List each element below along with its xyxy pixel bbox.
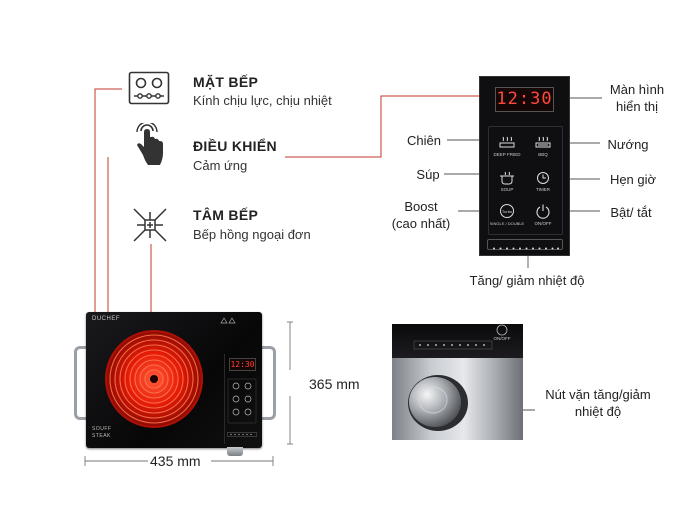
soup-label: Súp bbox=[416, 167, 440, 182]
bbq-caption: BBQ bbox=[538, 152, 548, 157]
knob-label: Nút vặn tăng/giảm nhiệt độ bbox=[545, 387, 651, 419]
temperature-knob[interactable] bbox=[402, 369, 472, 439]
feature-title-control: ĐIỀU KHIỂN bbox=[193, 138, 277, 154]
mini-buttons bbox=[227, 378, 257, 424]
slider-dots bbox=[493, 247, 559, 250]
closeup-onoff-caption: ON/OFF bbox=[493, 336, 511, 341]
mini-display-time: 12:30 bbox=[230, 360, 255, 369]
knob-stub bbox=[227, 447, 243, 456]
svg-text:Turbo: Turbo bbox=[502, 209, 513, 214]
soup-caption: SOUP bbox=[500, 187, 514, 192]
feature-title-center: TÂM BẾP bbox=[193, 207, 259, 223]
display-label: Màn hình hiển thị bbox=[609, 82, 665, 114]
feature-subtitle-control: Cảm ứng bbox=[193, 158, 248, 173]
boost-caption: SINGLE / DOUBLE bbox=[489, 221, 525, 226]
feature-list: MẶT BẾP Kính chịu lực, chịu nhiệt ĐIỀU K… bbox=[120, 66, 380, 256]
fry-icon bbox=[499, 136, 515, 148]
mini-slider bbox=[227, 432, 257, 437]
cooktop-product: DUCHEF 12:3 bbox=[72, 310, 277, 458]
control-panel: 12:30 DEEP FRIED BBQ SOUP TIMER Turbo SI… bbox=[479, 76, 570, 256]
deep-fried-button[interactable]: DEEP FRIED bbox=[492, 135, 522, 161]
model-name-2: STEAK bbox=[92, 433, 111, 439]
display-time: 12:30 bbox=[496, 89, 553, 109]
turbo-icon: Turbo bbox=[500, 204, 514, 218]
feature-title-surface: MẶT BẾP bbox=[193, 74, 259, 90]
pot-icon bbox=[500, 171, 514, 185]
glass-surface: DUCHEF 12:3 bbox=[86, 312, 262, 448]
deep-fried-caption: DEEP FRIED bbox=[493, 152, 521, 157]
knob-closeup: ON/OFF bbox=[392, 324, 523, 440]
clock-icon bbox=[537, 172, 549, 184]
heat-burst-icon bbox=[131, 206, 169, 249]
right-handle bbox=[259, 346, 276, 420]
mini-display: 12:30 bbox=[229, 358, 256, 371]
soup-button[interactable]: SOUP bbox=[492, 170, 522, 196]
temperature-slider[interactable] bbox=[487, 239, 563, 250]
left-handle bbox=[74, 346, 91, 420]
timer-caption: TIMER bbox=[536, 187, 550, 192]
timer-button[interactable]: TIMER bbox=[528, 170, 558, 196]
power-button[interactable]: ON/OFF bbox=[528, 202, 558, 230]
height-dimension: 365 mm bbox=[309, 376, 360, 392]
boost-button[interactable]: Turbo SINGLE / DOUBLE bbox=[490, 202, 524, 230]
slider-label: Tăng/ giảm nhiệt độ bbox=[469, 273, 585, 288]
closeup-glass: ON/OFF bbox=[392, 324, 523, 358]
model-name-1: SOUFF bbox=[92, 426, 112, 432]
power-caption: ON/OFF bbox=[534, 221, 552, 226]
bbq-button[interactable]: BBQ bbox=[528, 135, 558, 161]
boost-label: Boost (cao nhất) bbox=[391, 199, 451, 231]
warning-icon bbox=[220, 317, 236, 324]
button-area bbox=[488, 126, 563, 235]
feature-subtitle-surface: Kính chịu lực, chịu nhiệt bbox=[193, 93, 332, 108]
burner-ring bbox=[105, 330, 203, 428]
timer-label: Hẹn giờ bbox=[609, 172, 657, 187]
bbq-label: Nướng bbox=[607, 137, 649, 152]
feature-subtitle-center: Bếp hồng ngoại đơn bbox=[193, 227, 311, 242]
deep-fried-label: Chiên bbox=[407, 133, 441, 148]
power-icon bbox=[536, 204, 550, 219]
brand-logo: DUCHEF bbox=[92, 316, 120, 322]
touch-hand-icon bbox=[132, 121, 166, 172]
closeup-panel-details bbox=[413, 324, 508, 350]
grill-icon bbox=[535, 136, 551, 148]
mini-control-panel: 12:30 bbox=[224, 354, 259, 444]
display-window: 12:30 bbox=[495, 87, 554, 112]
cooktop-icon bbox=[128, 71, 170, 110]
power-label: Bật/ tắt bbox=[610, 205, 652, 220]
width-dimension: 435 mm bbox=[150, 453, 201, 469]
